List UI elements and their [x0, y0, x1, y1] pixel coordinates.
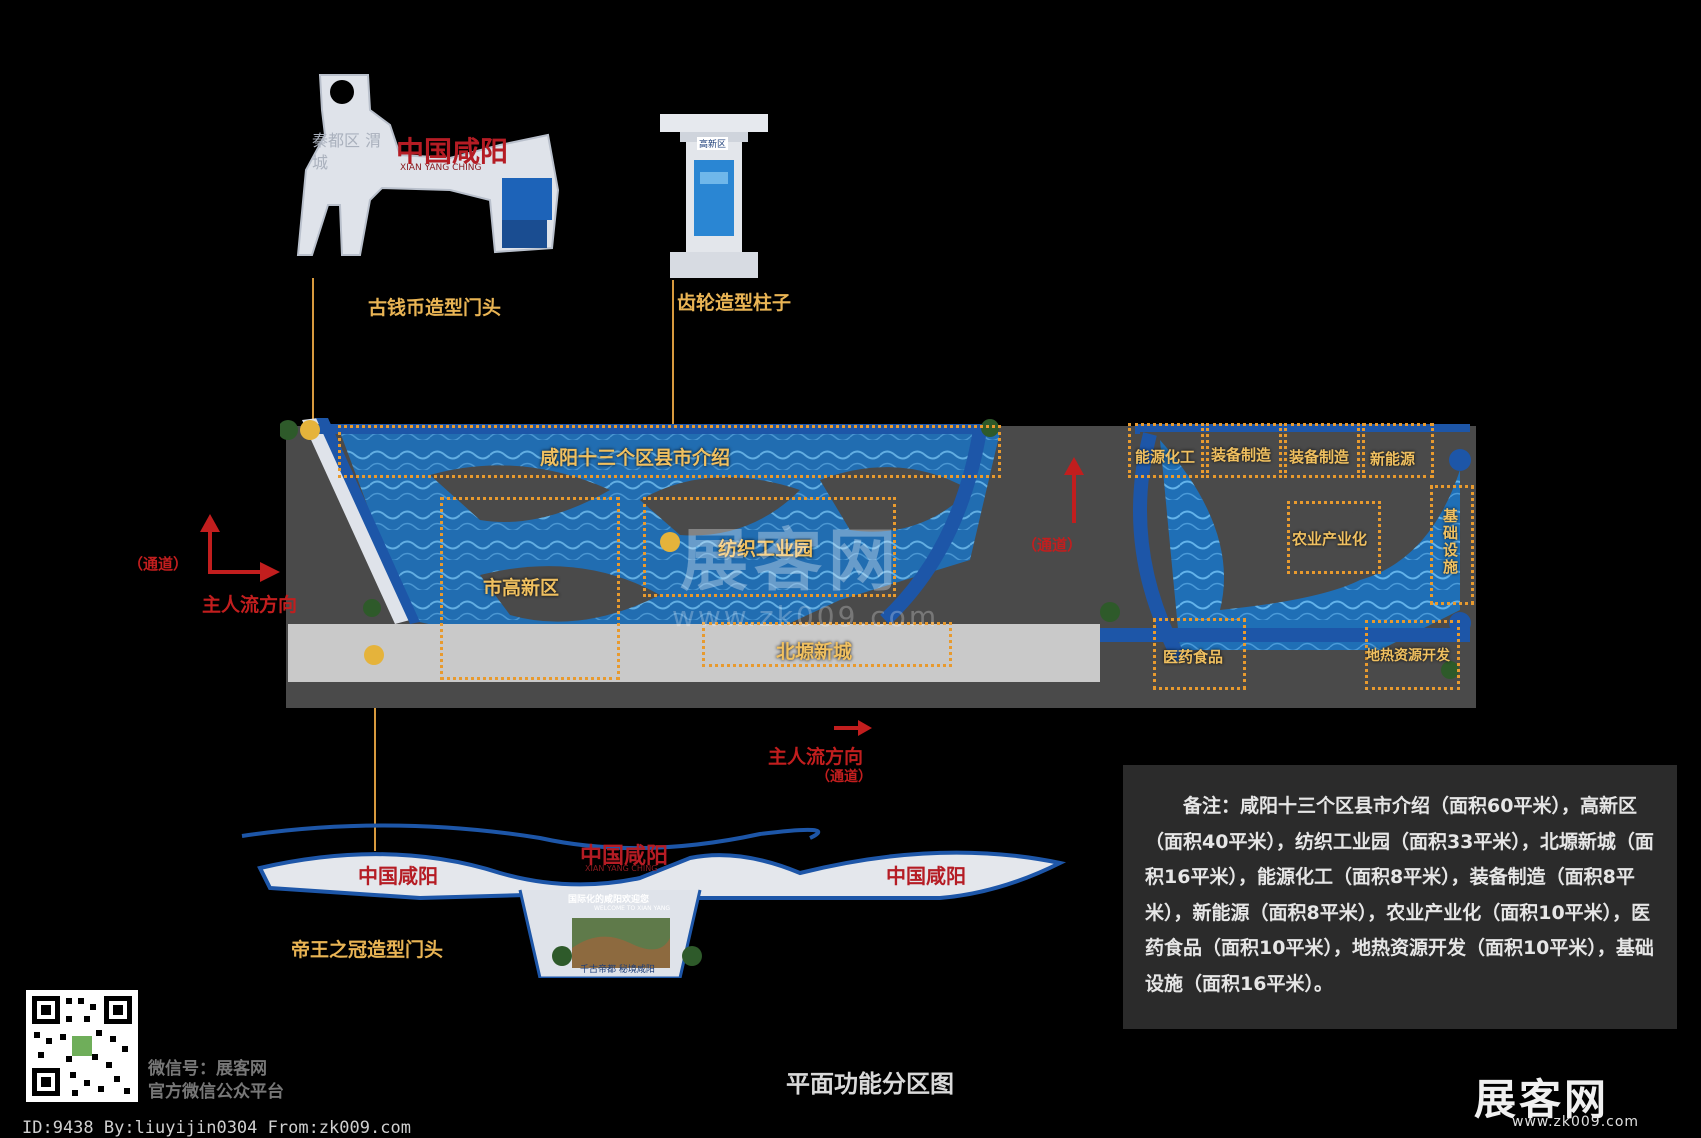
zone-hitech: [440, 497, 620, 680]
main-flow-arrow-bottom: [834, 720, 872, 736]
zone-infra: [1430, 485, 1474, 605]
crown-gate-label: 帝王之冠造型门头: [291, 939, 444, 961]
watermark-url: www.zk009.com: [672, 600, 940, 633]
crown-banner: 国际化的咸阳欢迎您: [568, 895, 650, 905]
gear-pillar-marker: [660, 532, 680, 552]
zone-equip-2: [1284, 423, 1360, 478]
coin-gate-leader-line: [312, 278, 314, 430]
crown-gate-marker: [364, 645, 384, 665]
zone-equip-2-label: 装备制造: [1289, 448, 1350, 466]
credit-line: ID:9438 By:liuyijin0304 From:zk009.com: [22, 1118, 411, 1138]
channel-label-right: （通道）: [1022, 536, 1083, 554]
zone-equip-1-label: 装备制造: [1211, 446, 1272, 464]
zone-agri: [1287, 501, 1381, 574]
area-note-text: 备注：咸阳十三个区县市介绍（面积60平米），高新区（面积40平米），纺织工业园（…: [1145, 795, 1654, 995]
crown-slogan: 千古帝都 秘境咸阳: [580, 965, 655, 975]
corner-logo: 展客网: [1474, 1075, 1610, 1124]
main-flow-arrow-left: [200, 514, 280, 582]
zone-geo: [1365, 620, 1460, 690]
watermark-brand: 展客网: [680, 521, 903, 601]
zone-intro-label: 咸阳十三个区县市介绍: [540, 447, 731, 469]
crown-brand-center-en: XIAN YANG CHING: [585, 864, 658, 873]
zone-new-energy: [1362, 423, 1434, 478]
coin-gate-brand-en: XIAN YANG CHING: [400, 163, 482, 173]
channel-label-bottom: （通道）: [816, 769, 872, 785]
zone-agri-label: 农业产业化: [1292, 530, 1368, 548]
gear-pillar-label: 齿轮造型柱子: [677, 292, 792, 314]
zone-equip-1: [1206, 423, 1282, 478]
wechat-id: 微信号：展客网: [148, 1059, 267, 1079]
zone-infra-label: 基础设施: [1443, 507, 1459, 576]
zone-hitech-label: 市高新区: [483, 577, 560, 599]
channel-label-left: （通道）: [128, 555, 189, 573]
crown-brand-right: 中国咸阳: [886, 864, 966, 888]
crown-brand-left: 中国咸阳: [358, 864, 438, 888]
zone-geo-label: 地热资源开发: [1366, 648, 1450, 664]
pillar-sign: 高新区: [697, 137, 729, 150]
coin-gate-illustration: [296, 74, 560, 256]
gear-pillar-illustration: [660, 114, 768, 278]
channel-arrow-up: [1064, 457, 1084, 523]
main-flow-label-left: 主人流方向: [202, 594, 298, 616]
zone-pharma-label: 医药食品: [1163, 648, 1224, 666]
corner-url: www.zk009.com: [1512, 1114, 1640, 1130]
coin-gate-left-text: 秦都区 渭城: [312, 131, 382, 172]
area-note: 备注：咸阳十三个区县市介绍（面积60平米），高新区（面积40平米），纺织工业园（…: [1123, 765, 1677, 1029]
coin-gate-marker: [300, 420, 320, 440]
crown-welcome: WELCOME TO XIAN YANG: [594, 905, 670, 912]
qr-code: [26, 990, 138, 1102]
main-flow-label-bottom: 主人流方向: [768, 746, 864, 768]
zone-beitang-label: 北塬新城: [776, 641, 853, 663]
coin-gate-label: 古钱币造型门头: [368, 297, 502, 319]
crown-gate-leader-line: [374, 656, 376, 851]
zone-beitang: [702, 622, 952, 667]
zone-intro: [338, 425, 1001, 478]
crown-gate-illustration: [241, 823, 1067, 978]
coin-gate-brand: 中国咸阳: [396, 135, 509, 168]
zone-pharma: [1153, 618, 1246, 690]
zone-energy-chem-label: 能源化工: [1135, 448, 1196, 466]
crown-brand-center: 中国咸阳: [580, 843, 669, 869]
zone-new-energy-label: 新能源: [1370, 450, 1416, 468]
plan-title: 平面功能分区图: [786, 1070, 954, 1098]
wechat-platform: 官方微信公众平台: [148, 1082, 284, 1102]
zone-textile-label: 纺织工业园: [718, 538, 814, 560]
zone-energy-chem: [1128, 423, 1204, 478]
zone-textile: [643, 497, 896, 597]
gear-pillar-leader-line: [672, 280, 674, 542]
